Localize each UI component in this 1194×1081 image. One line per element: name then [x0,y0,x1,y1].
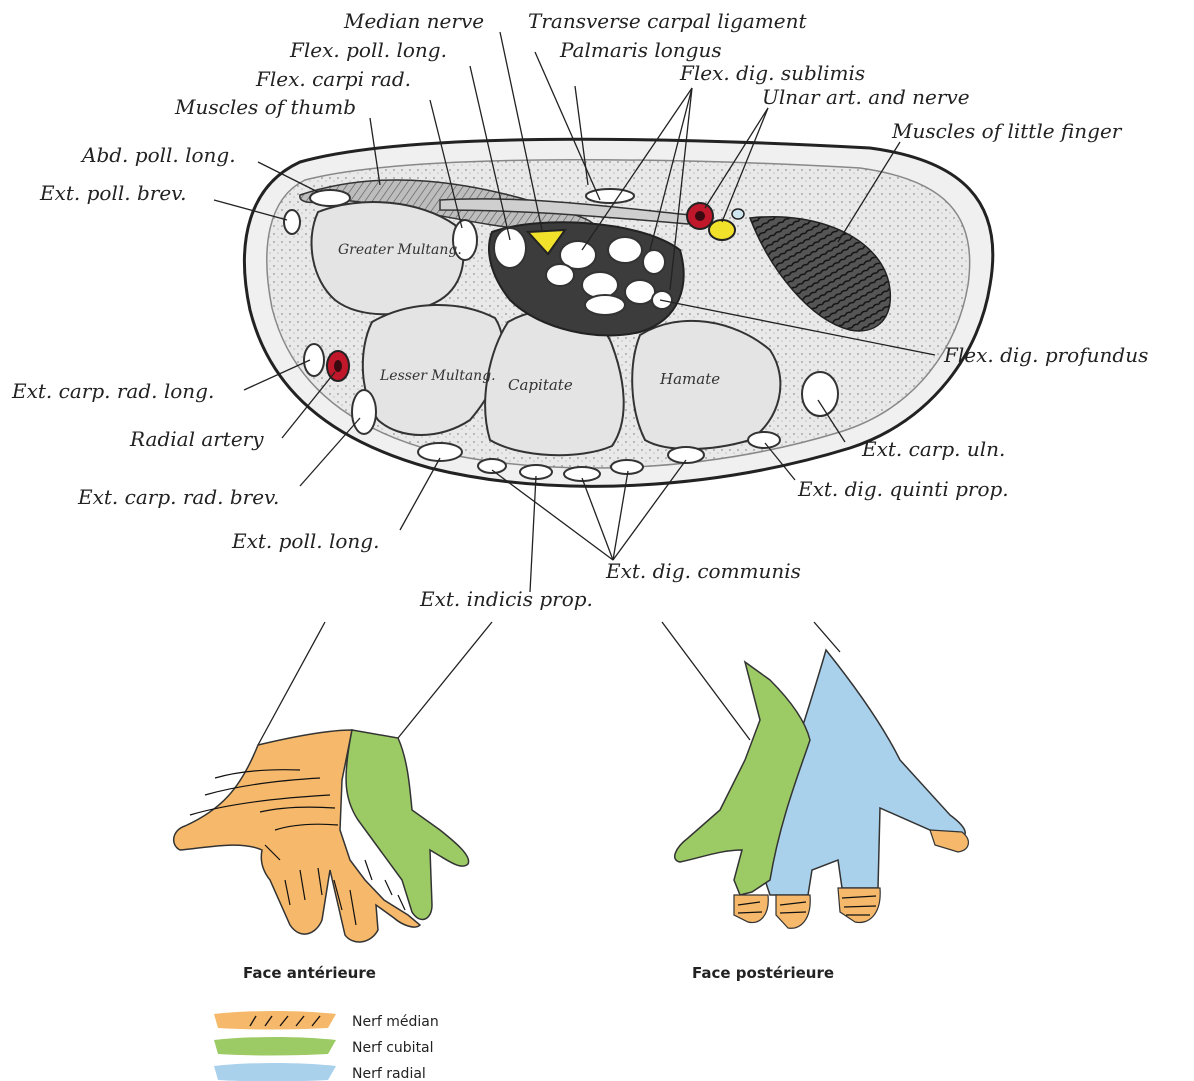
label-greater-multang: Greater Multang. [338,242,462,258]
label-ext-poll-long: Ext. poll. long. [231,529,379,553]
legend-swatch-radial [214,1063,336,1081]
label-ext-dig-quinti-prop: Ext. dig. quinti prop. [797,477,1009,501]
label-ext-poll-brev: Ext. poll. brev. [39,181,186,205]
label-transverse-carpal-ligament: Transverse carpal ligament [528,9,807,33]
label-muscles-of-little-finger: Muscles of little finger [891,119,1123,143]
legend: Nerf médian Nerf cubital Nerf radial [214,1011,439,1081]
ulnar-nerve-marker [709,220,735,240]
legend-swatch-ulnar [214,1037,336,1056]
label-median-nerve: Median nerve [343,9,484,33]
label-muscles-of-thumb: Muscles of thumb [174,95,356,119]
label-capitate: Capitate [508,376,573,394]
legend-label-ulnar: Nerf cubital [352,1040,434,1056]
label-ext-indicis-prop: Ext. indicis prop. [419,587,593,611]
posterior-hand: Face postérieure [662,622,968,982]
label-abd-poll-long: Abd. poll. long. [80,143,236,167]
ulnar-artery-lumen [695,211,705,221]
posterior-median-tip-1 [734,895,768,923]
legend-swatch-median [214,1011,336,1030]
label-flex-dig-sublimis: Flex. dig. sublimis [679,61,865,85]
anterior-hand: Face antérieure [174,622,492,982]
greater-multangular-bone [312,202,464,314]
label-flex-carpi-rad: Flex. carpi rad. [255,67,411,91]
radial-artery-lumen [334,360,342,372]
caption-face-anterieure: Face antérieure [243,964,376,982]
label-lesser-multang: Lesser Multang. [379,368,496,384]
label-hamate: Hamate [659,370,720,388]
label-ext-carp-rad-long: Ext. carp. rad. long. [11,379,214,403]
label-palmaris-longus: Palmaris longus [559,38,722,62]
ulnar-vein-marker [732,209,744,219]
label-flex-dig-profundus: Flex. dig. profundus [943,343,1148,367]
label-ext-carp-rad-brev: Ext. carp. rad. brev. [77,485,279,509]
label-ext-dig-communis: Ext. dig. communis [605,559,801,583]
legend-label-radial: Nerf radial [352,1066,426,1081]
label-ext-carp-uln: Ext. carp. uln. [861,437,1005,461]
posterior-median-tip-4 [930,830,968,852]
wrist-cross-section [244,139,992,486]
label-ulnar-art-and-nerve: Ulnar art. and nerve [762,85,970,109]
legend-label-median: Nerf médian [352,1014,439,1030]
caption-face-posterieure: Face postérieure [692,964,834,982]
anterior-forearm-outline [258,622,492,745]
posterior-median-tip-3 [838,888,880,923]
label-flex-poll-long: Flex. poll. long. [289,38,447,62]
label-radial-artery: Radial artery [129,427,264,451]
